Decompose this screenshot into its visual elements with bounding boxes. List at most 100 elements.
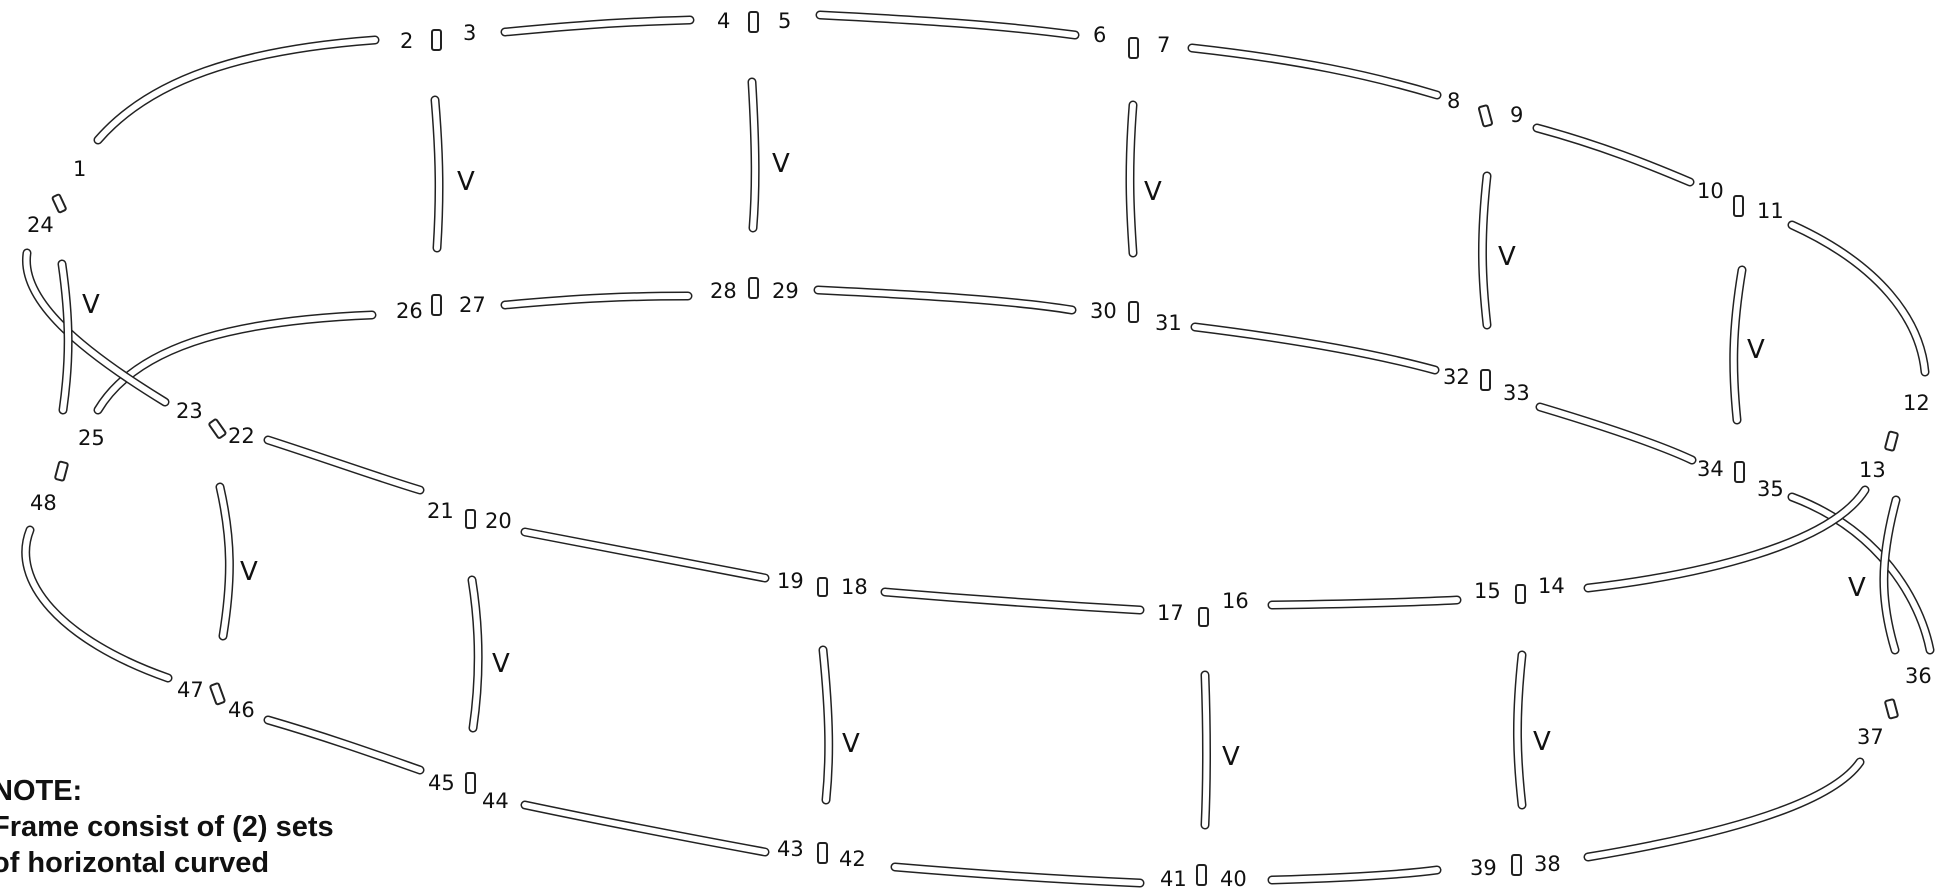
part-label: 2 (400, 29, 413, 53)
rail-11-12 (1787, 220, 1930, 377)
connector-fitting (431, 29, 442, 51)
part-label: 10 (1697, 179, 1724, 203)
connector-c20: 47 46 (177, 678, 255, 722)
part-label: 40 (1220, 867, 1247, 891)
part-label: 31 (1155, 311, 1182, 335)
connector-fitting (1198, 607, 1209, 627)
part-label: 22 (228, 424, 255, 448)
connector-fitting (1515, 584, 1526, 604)
connector-c10: 30 31 (1090, 299, 1182, 335)
part-label: 11 (1757, 199, 1784, 223)
part-label: 48 (30, 491, 57, 515)
vertical-post-label: V (842, 729, 860, 759)
connector-fitting (1511, 854, 1522, 876)
part-label: 20 (485, 509, 512, 533)
connector-c4: 6 7 (1093, 23, 1170, 59)
part-label: 28 (710, 279, 737, 303)
connector-fitting (1128, 37, 1139, 59)
part-label: 8 (1447, 89, 1460, 113)
part-label: 27 (459, 293, 486, 317)
connector-c9: 28 29 (710, 277, 799, 303)
vertical-post-label: V (1498, 242, 1516, 272)
vertical-post-label: V (1222, 742, 1240, 772)
connector-c17: 17 16 (1157, 589, 1249, 627)
connector-c18: 15 14 (1474, 574, 1565, 604)
part-label: 33 (1503, 381, 1530, 405)
rail-38-37 (1583, 757, 1865, 862)
connector-fitting (208, 418, 227, 439)
connector-fitting (1480, 369, 1491, 391)
connector-fitting (431, 294, 442, 316)
part-label: 44 (482, 789, 509, 813)
vertical-post-label: V (82, 290, 100, 320)
part-label: 13 (1859, 458, 1886, 482)
connector-c23: 41 40 (1160, 864, 1247, 891)
connector-c11: 32 33 (1443, 365, 1530, 405)
connector-c2: 2 3 (400, 21, 476, 53)
vertical-post-label: V (1533, 727, 1551, 757)
part-label: 46 (228, 698, 255, 722)
connector-fitting (465, 772, 476, 794)
connector-fitting (817, 842, 828, 864)
part-label: 1 (73, 157, 86, 181)
connector-fitting (1477, 104, 1493, 128)
connector-c3: 4 5 (717, 9, 791, 33)
part-label: 23 (176, 399, 203, 423)
connector-fitting (209, 682, 226, 706)
rail-24-23 (21, 248, 170, 407)
vertical-post-label: V (1747, 335, 1765, 365)
connector-c19: 25 48 (30, 426, 105, 515)
part-label: 36 (1905, 664, 1932, 688)
connector-c12: 34 35 (1697, 457, 1784, 501)
part-label: 47 (177, 678, 204, 702)
part-label: 30 (1090, 299, 1117, 323)
connector-fitting (1733, 195, 1744, 217)
connector-c1: 1 24 (27, 157, 86, 237)
part-label: 39 (1470, 856, 1497, 880)
connector-c21: 45 44 (428, 771, 509, 813)
part-label: 4 (717, 9, 730, 33)
vertical-post-label: V (772, 149, 790, 179)
part-label: 37 (1857, 725, 1884, 749)
connector-fitting (1884, 430, 1899, 452)
connector-fitting (465, 509, 476, 529)
part-label: 35 (1757, 477, 1784, 501)
part-label: 42 (839, 847, 866, 871)
part-label: 21 (427, 499, 454, 523)
part-label: 32 (1443, 365, 1470, 389)
note-line: of horizontal curved (0, 847, 270, 879)
connector-c5: 8 9 (1447, 89, 1523, 128)
part-label: 43 (777, 837, 804, 861)
vertical-post-label: V (492, 649, 510, 679)
part-label: 29 (772, 279, 799, 303)
connector-fitting (748, 277, 759, 299)
part-label: 18 (841, 575, 868, 599)
part-label: 41 (1160, 867, 1187, 891)
connector-c16: 19 18 (777, 569, 868, 599)
connector-fitting (748, 11, 759, 33)
connector-fitting (54, 460, 69, 482)
connector-c15: 21 20 (427, 499, 512, 533)
part-label: 15 (1474, 579, 1501, 603)
part-label: 9 (1510, 103, 1523, 127)
vertical-post-label: V (240, 557, 258, 587)
part-label: 17 (1157, 601, 1184, 625)
part-label: 16 (1222, 589, 1249, 613)
connector-c6: 10 11 (1697, 179, 1784, 223)
part-label: 25 (78, 426, 105, 450)
part-label: 5 (778, 9, 791, 33)
vertical-post-label: V (1144, 177, 1162, 207)
connector-fitting (1128, 301, 1139, 323)
connector-fitting (817, 577, 828, 597)
part-label: 14 (1538, 574, 1565, 598)
note-line: Frame consist of (2) sets (0, 811, 334, 843)
note-heading: NOTE: (0, 775, 83, 807)
part-label: 38 (1534, 852, 1561, 876)
connector-fitting (1884, 698, 1899, 720)
connector-c8: 26 27 (396, 293, 486, 323)
connector-fitting (51, 193, 67, 214)
connector-c22: 43 42 (777, 837, 866, 871)
assembly-note: NOTE: Frame consist of (2) sets of horiz… (0, 773, 334, 881)
connector-c24: 39 38 (1470, 852, 1561, 880)
